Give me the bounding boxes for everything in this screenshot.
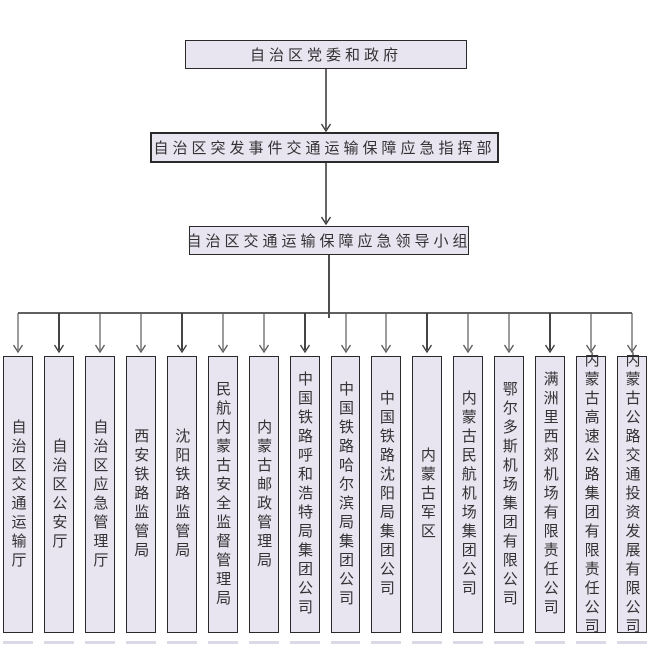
org-member-box: 自治区应急管理厅	[84, 356, 115, 644]
org-member-box: 中国铁路沈阳局集团公司	[371, 356, 402, 644]
org-member-label: 内蒙古民航机场集团公司	[459, 390, 478, 599]
org-member-label: 满洲里西郊机场有限责任公司	[541, 371, 560, 618]
org-member-label: 自治区交通运输厅	[9, 418, 28, 571]
org-member-box: 满洲里西郊机场有限责任公司	[535, 356, 566, 644]
org-member-box: 鄂尔多斯机场集团有限公司	[494, 356, 525, 644]
org-member-box: 沈阳铁路监管局	[166, 356, 197, 644]
org-member-label: 西安铁路监管局	[132, 428, 151, 561]
org-member-box: 内蒙古高速公路集团有限责任公司	[576, 352, 607, 644]
org-member-label: 鄂尔多斯机场集团有限公司	[500, 380, 519, 609]
org-root-box: 自治区党委和政府	[185, 40, 467, 69]
org-leading-group-label: 自治区交通运输保障应急领导小组	[186, 232, 472, 250]
org-member-box: 中国铁路哈尔滨局集团公司	[330, 356, 361, 644]
org-root-label: 自治区党委和政府	[249, 46, 402, 64]
org-member-label: 内蒙古军区	[418, 447, 437, 542]
org-member-label: 中国铁路哈尔滨局集团公司	[336, 380, 355, 609]
org-member-label: 沈阳铁路监管局	[173, 428, 192, 561]
org-leading-group-box: 自治区交通运输保障应急领导小组	[186, 226, 472, 255]
org-member-box: 内蒙古公路交通投资发展有限公司	[617, 352, 647, 644]
org-member-label: 内蒙古高速公路集团有限责任公司	[582, 352, 601, 637]
org-member-box: 内蒙古邮政管理局	[248, 356, 279, 644]
org-member-label: 内蒙古公路交通投资发展有限公司	[623, 352, 642, 637]
org-member-box: 内蒙古民航机场集团公司	[453, 356, 484, 644]
org-member-label: 自治区公安厅	[50, 437, 69, 552]
org-member-box: 中国铁路呼和浩特局集团公司	[289, 356, 320, 644]
org-member-label: 内蒙古邮政管理局	[255, 418, 274, 571]
org-member-box: 内蒙古军区	[412, 356, 443, 644]
org-member-label: 中国铁路呼和浩特局集团公司	[296, 371, 315, 618]
org-command-center-label: 自治区突发事件交通运输保障应急指挥部	[153, 139, 496, 157]
org-member-box: 西安铁路监管局	[125, 356, 156, 644]
org-member-label: 中国铁路沈阳局集团公司	[377, 390, 396, 599]
org-member-box: 民航内蒙古安全监督管理局	[207, 356, 238, 644]
org-member-box: 自治区交通运输厅	[3, 356, 33, 644]
org-member-box: 自治区公安厅	[43, 356, 74, 644]
org-member-label: 自治区应急管理厅	[91, 418, 110, 571]
org-member-label: 民航内蒙古安全监督管理局	[214, 380, 233, 609]
members-row: 自治区交通运输厅 自治区公安厅 自治区应急管理厅 西安铁路监管局 沈阳铁路监管局 民航内蒙…	[0, 352, 649, 644]
org-command-center-box: 自治区突发事件交通运输保障应急指挥部	[150, 132, 499, 163]
